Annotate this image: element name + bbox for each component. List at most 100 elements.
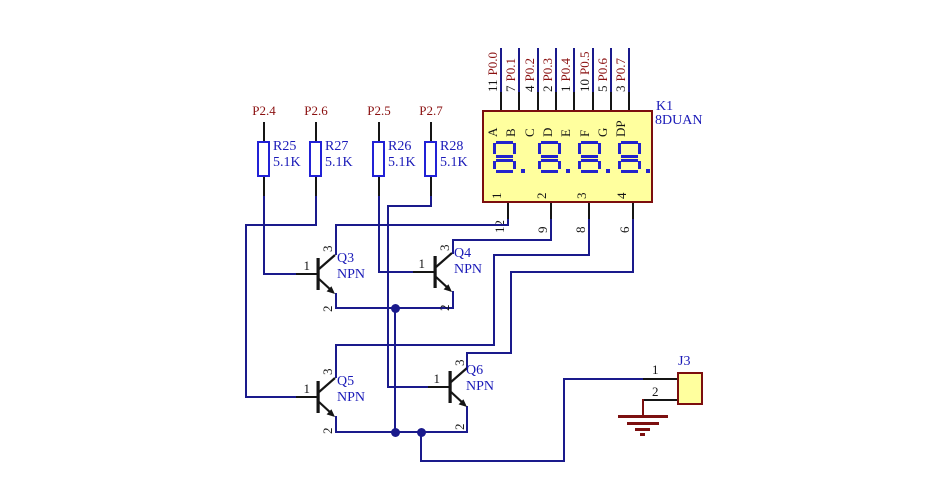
resistor-body[interactable] [257, 141, 270, 177]
wire [550, 219, 552, 241]
wire [335, 224, 337, 255]
junction-dot [391, 428, 400, 437]
wire [507, 219, 509, 226]
transistor-collector-pin: 3 [320, 245, 335, 253]
wire [510, 271, 634, 273]
wire [420, 431, 422, 462]
wire [335, 431, 468, 433]
segment-label: G [595, 127, 610, 137]
wire [452, 291, 454, 309]
seven-segment-digit [538, 141, 561, 173]
resistor-value: 5.1K [273, 155, 301, 170]
wire [335, 416, 337, 433]
junction-dot [417, 428, 426, 437]
transistor-collector-pin: 3 [452, 359, 467, 367]
wire [493, 254, 495, 346]
wire [500, 48, 502, 92]
pin-lead [500, 92, 502, 110]
resistor-body[interactable] [309, 141, 322, 177]
resistor-designator: R25 [273, 139, 297, 154]
wire [378, 271, 416, 273]
wire [335, 293, 337, 309]
resistor-value: 5.1K [440, 155, 468, 170]
resistor-designator: R28 [440, 139, 464, 154]
transistor-base-pin: 1 [303, 381, 311, 396]
ground-bar [640, 433, 645, 436]
pin-lead [555, 92, 557, 110]
pin-lead [378, 122, 380, 141]
wire [563, 378, 565, 462]
display-designator: K1 [656, 99, 674, 114]
resistor-body[interactable] [424, 141, 437, 177]
wire [452, 239, 552, 241]
wire [610, 48, 612, 92]
wire [632, 219, 634, 273]
wire [263, 273, 301, 275]
segment-label: B [503, 128, 518, 137]
decimal-point [521, 169, 525, 173]
pin-lead [315, 177, 317, 196]
segment-label: DP [613, 120, 628, 137]
wire [387, 205, 432, 207]
decimal-point [606, 169, 610, 173]
wire [518, 48, 520, 92]
transistor-emitter-pin: 2 [437, 304, 452, 312]
net-label: P2.7 [419, 103, 443, 118]
wire [592, 48, 594, 92]
segment-label: C [522, 128, 537, 137]
wire [394, 307, 396, 433]
wire [387, 386, 431, 388]
wire [335, 344, 495, 346]
transistor-type: NPN [454, 262, 483, 277]
transistor-emitter-pin: 2 [452, 423, 467, 431]
wire [555, 48, 557, 92]
segment-label: A [485, 127, 500, 137]
digit-label: 3 [574, 192, 589, 200]
pin-lead [430, 177, 432, 196]
transistor-designator: Q6 [466, 363, 484, 378]
ground-bar [635, 428, 650, 431]
transistor-designator: Q4 [454, 246, 472, 261]
resistor-body[interactable] [372, 141, 385, 177]
transistor-symbol-q5[interactable] [296, 369, 340, 425]
decimal-point [646, 169, 650, 173]
display-part-label: 8DUAN [655, 113, 703, 128]
net-label: P2.5 [367, 103, 391, 118]
wire [628, 48, 630, 92]
display-pin-label: 3P0.7 [613, 58, 628, 92]
display-pin-number: 6 [617, 226, 632, 234]
resistor-designator: R27 [325, 139, 349, 154]
transistor-emitter-pin: 2 [320, 427, 335, 435]
pin-lead [430, 122, 432, 141]
ground-bar [618, 415, 668, 418]
digit-label: 4 [614, 192, 629, 200]
wire [335, 344, 337, 378]
display-pin-number: 9 [535, 226, 550, 234]
transistor-symbol-q6[interactable] [428, 359, 472, 415]
pin-lead [518, 92, 520, 110]
wire [335, 224, 509, 226]
transistor-symbol-q3[interactable] [296, 246, 340, 302]
wire [573, 48, 575, 92]
resistor-value: 5.1K [325, 155, 353, 170]
transistor-type: NPN [337, 390, 366, 405]
connector-body[interactable] [677, 372, 703, 405]
transistor-base-pin: 1 [433, 371, 441, 386]
display-pin-label: 10P0.5 [577, 51, 592, 92]
transistor-symbol-q4[interactable] [413, 244, 457, 300]
pin-lead [632, 203, 634, 219]
resistor-designator: R26 [388, 139, 412, 154]
wire [563, 378, 643, 380]
display-pin-label: 4P0.2 [522, 58, 537, 92]
transistor-designator: Q5 [337, 374, 355, 389]
connector-pin-number: 2 [652, 384, 659, 399]
pin-lead [263, 122, 265, 141]
display-pin-label: 1P0.4 [558, 58, 573, 92]
pin-lead [588, 203, 590, 219]
wire [493, 254, 590, 256]
transistor-collector-pin: 3 [437, 244, 452, 252]
digit-label: 2 [534, 192, 549, 200]
wire [315, 196, 317, 226]
seven-segment-digit [493, 141, 516, 173]
segment-label: E [558, 129, 573, 137]
